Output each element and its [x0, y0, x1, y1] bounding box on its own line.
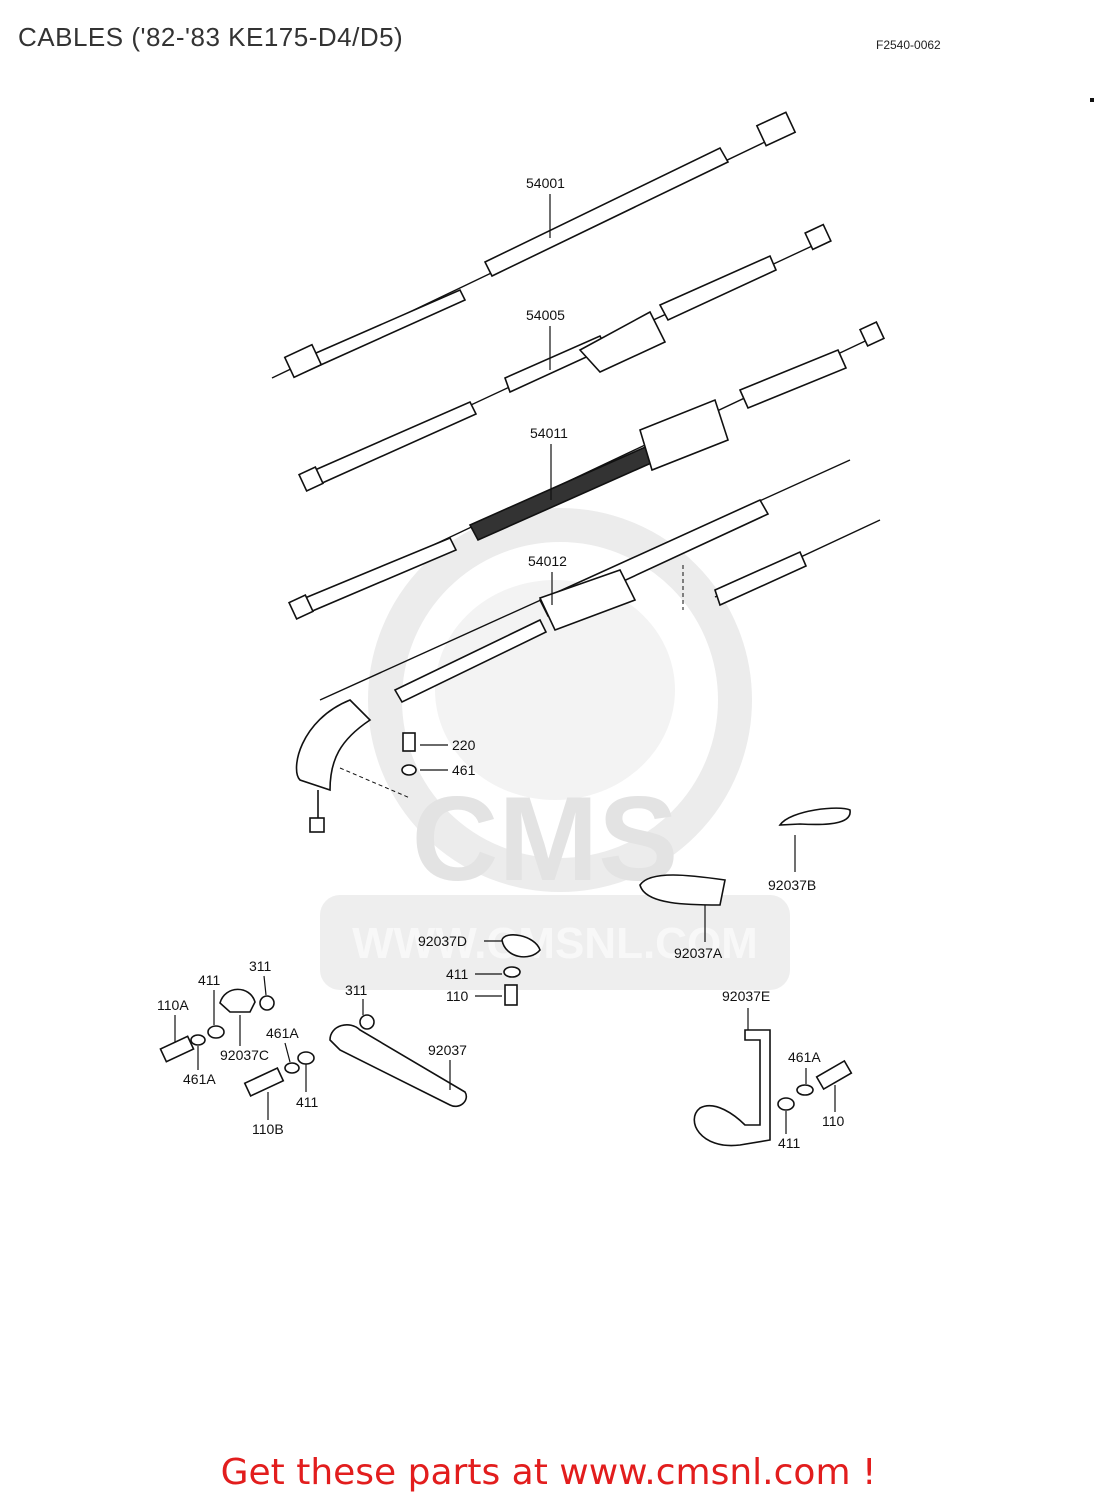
cable-54012 — [295, 459, 881, 833]
bolt-220-shape — [402, 732, 416, 752]
label-92037c: 92037C — [220, 1047, 269, 1063]
bolt-110-right-shape — [815, 1059, 853, 1091]
label-92037d: 92037D — [418, 933, 467, 949]
bolt-110b-shape — [243, 1066, 285, 1098]
washer-411-left-shape — [207, 1025, 225, 1039]
hardware — [159, 732, 853, 1147]
bolt-110-center-shape — [504, 984, 518, 1006]
label-92037a: 92037A — [674, 945, 723, 961]
watermark-url: WWW.CMSNL.COM — [352, 919, 758, 968]
label-411-left: 411 — [198, 972, 221, 988]
label-110a: 110A — [157, 997, 189, 1013]
label-461a-left: 461A — [183, 1071, 216, 1087]
label-461a-right: 461A — [788, 1049, 821, 1065]
washer-461-shape — [401, 764, 417, 776]
label-411-right: 411 — [778, 1135, 801, 1151]
label-54012: 54012 — [528, 553, 567, 569]
label-311-left: 311 — [249, 958, 272, 974]
watermark: CMS WWW.CMSNL.COM — [320, 508, 790, 990]
label-110-right: 110 — [822, 1113, 845, 1129]
footer-cta[interactable]: Get these parts at www.cmsnl.com ! — [220, 1452, 877, 1493]
band-92037-shape — [329, 1024, 468, 1108]
speedo-end-nut — [755, 111, 797, 147]
label-92037e: 92037E — [722, 988, 770, 1004]
washer-411-mid-shape — [297, 1051, 315, 1065]
part-labels: 54001 54005 54011 54012 220 461 92037B 9… — [157, 175, 845, 1151]
label-461: 461 — [452, 762, 476, 778]
clamp-92037b-shape — [778, 807, 851, 826]
label-411-center: 411 — [446, 966, 469, 982]
washer-461a-mid-shape — [284, 1062, 300, 1074]
clamp-92037e-shape — [693, 1029, 771, 1147]
clamp-92037a-shape — [639, 874, 726, 906]
diagram-code: F2540-0062 — [876, 38, 941, 52]
cable-54001 — [271, 111, 797, 379]
label-110-center: 110 — [446, 988, 469, 1004]
label-220: 220 — [452, 737, 476, 753]
nut-311-left-shape — [259, 995, 275, 1011]
cable-54005 — [297, 223, 832, 493]
watermark-mascot — [435, 580, 675, 800]
speedo-start-nut — [283, 343, 323, 379]
washer-411-center-shape — [503, 966, 521, 978]
clamp-92037d-shape — [501, 934, 541, 958]
label-54005: 54005 — [526, 307, 565, 323]
label-411-mid: 411 — [296, 1094, 319, 1110]
washer-461a-left-shape — [190, 1034, 206, 1046]
clamp-92037c-shape — [219, 988, 256, 1013]
label-54011: 54011 — [530, 425, 568, 441]
cable-54011 — [287, 320, 886, 621]
washer-461a-right-shape — [796, 1084, 814, 1096]
watermark-brand: CMS — [412, 772, 679, 906]
corner-mark — [1090, 98, 1094, 102]
watermark-ring — [368, 508, 752, 892]
label-92037: 92037 — [428, 1042, 467, 1058]
nut-311-mid-shape — [359, 1014, 375, 1030]
washer-411-right-shape — [777, 1097, 795, 1111]
bolt-110a-shape — [159, 1035, 195, 1063]
label-461a-mid: 461A — [266, 1025, 299, 1041]
label-311-mid: 311 — [345, 982, 368, 998]
leader-lines — [174, 194, 836, 1134]
label-110b: 110B — [252, 1121, 284, 1137]
label-92037b: 92037B — [768, 877, 816, 893]
watermark-banner — [320, 895, 790, 990]
label-54001: 54001 — [526, 175, 565, 191]
page-title: CABLES ('82-'83 KE175-D4/D5) — [18, 22, 404, 52]
